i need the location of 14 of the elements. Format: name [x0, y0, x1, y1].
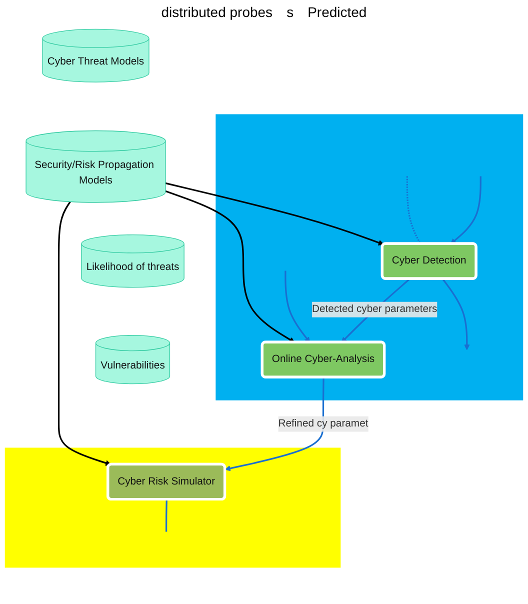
- arrow: [58, 201, 112, 466]
- edge-label: Detected cyber parameters: [312, 304, 438, 315]
- note-text: Predicted: [308, 4, 367, 20]
- arrow: [442, 278, 470, 350]
- arrow: [450, 176, 482, 244]
- cluster: [216, 114, 524, 400]
- note-text: distributed probes: [161, 4, 273, 20]
- edge-label: Refined cy paramet: [278, 418, 368, 430]
- cluster: [4, 448, 341, 568]
- arrow: [165, 190, 295, 343]
- arrow: [284, 270, 310, 343]
- arrow: [224, 377, 324, 472]
- arrow: [165, 182, 384, 246]
- note-text: s: [286, 4, 294, 20]
